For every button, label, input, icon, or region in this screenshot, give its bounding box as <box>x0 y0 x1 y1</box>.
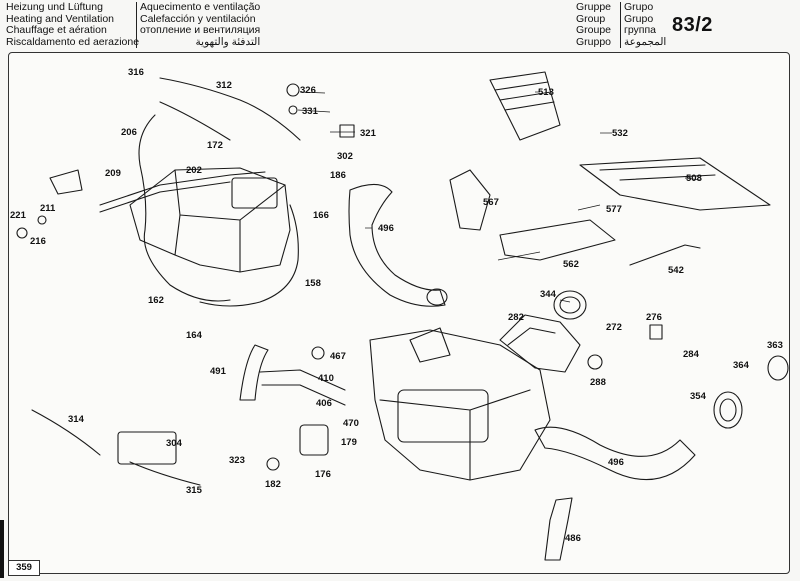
callout-label: 363 <box>767 340 783 351</box>
title-de: Heizung und Lüftung <box>6 1 103 13</box>
callout-label: 202 <box>186 165 202 176</box>
callout-label: 496 <box>608 457 624 468</box>
callout-label: 354 <box>690 391 707 402</box>
bracket-567 <box>449 169 491 231</box>
callout-label: 344 <box>540 289 557 300</box>
cable-315 <box>129 461 201 486</box>
callout-label: 496 <box>378 223 394 234</box>
diagram-frame <box>8 52 790 574</box>
group-label-column-2: Grupo Grupo группа المجموعة <box>624 1 667 48</box>
callout-label: 508 <box>686 173 702 184</box>
ring-344 <box>553 290 587 320</box>
title-column-1: Heizung und Lüftung Heating and Ventilat… <box>6 1 140 48</box>
callout-label: 513 <box>538 87 554 98</box>
callout-label: 206 <box>121 127 137 138</box>
callout-label: 562 <box>563 259 579 270</box>
callout-label: 486 <box>565 533 581 544</box>
title-es: Calefacción y ventilación <box>140 12 256 25</box>
callout-label: 542 <box>668 265 684 276</box>
callout-label: 316 <box>128 67 144 78</box>
duct-496-lower <box>534 426 696 481</box>
title-ru: отопление и вентиляция <box>140 24 261 36</box>
ring-363 <box>767 355 789 381</box>
page-edge-marker <box>0 520 4 578</box>
cable-206 <box>138 114 231 302</box>
callout-label: 158 <box>305 278 321 289</box>
callout-label: 364 <box>733 360 750 371</box>
duct-496-upper <box>348 183 446 307</box>
page-number: 359 <box>8 560 40 576</box>
group-label-es: Grupo <box>624 12 654 25</box>
header-divider <box>136 2 137 48</box>
callout-label: 276 <box>646 312 662 323</box>
heater-box-upper <box>129 167 291 273</box>
callout-label: 410 <box>318 373 334 384</box>
group-label-column: Gruppe Group Groupe Gruppo <box>576 1 612 48</box>
group-label-ar: المجموعة <box>624 35 667 48</box>
group-label-it: Gruppo <box>576 35 612 48</box>
callout-label: 211 <box>40 203 56 214</box>
group-label-de: Gruppe <box>576 1 612 13</box>
header-divider <box>620 2 621 48</box>
callout-label: 176 <box>315 469 331 480</box>
callout-label: 567 <box>483 197 499 208</box>
tray-562 <box>499 219 616 261</box>
flap-282 <box>499 314 581 373</box>
callout-label: 577 <box>606 204 622 215</box>
cable-312 <box>159 77 301 141</box>
callout-label: 172 <box>207 140 223 151</box>
callout-label: 314 <box>68 414 85 425</box>
title-it: Riscaldamento ed aerazione <box>6 35 140 48</box>
callout-label: 406 <box>316 398 332 409</box>
callout-label: 216 <box>30 236 46 247</box>
callout-label: 470 <box>343 418 359 429</box>
callout-label: 467 <box>330 351 346 362</box>
callout-label: 323 <box>229 455 245 466</box>
ring-354 <box>713 391 743 429</box>
callout-label: 321 <box>360 128 377 139</box>
callout-label: 284 <box>683 349 700 360</box>
callout-label: 282 <box>508 312 524 323</box>
group-label-pt: Grupo <box>624 1 654 13</box>
callout-label: 331 <box>302 106 319 117</box>
cable-314 <box>31 409 101 456</box>
pipe-491 <box>239 344 269 401</box>
callout-label: 288 <box>590 377 606 388</box>
callout-label: 326 <box>300 85 316 96</box>
callout-label: 221 <box>10 210 27 221</box>
cable-158 <box>199 204 299 307</box>
callout-label: 164 <box>186 330 203 341</box>
title-en: Heating and Ventilation <box>6 12 114 25</box>
title-pt: Aquecimento e ventilação <box>140 1 261 13</box>
callout-label: 272 <box>606 322 622 333</box>
group-label-en: Group <box>576 12 606 25</box>
callout-label: 166 <box>313 210 329 221</box>
cover-513 <box>489 71 561 141</box>
group-label-ru: группа <box>624 24 657 36</box>
rod-542 <box>629 244 701 266</box>
callout-label: 179 <box>341 437 357 448</box>
callout-label: 532 <box>612 128 628 139</box>
callout-label: 182 <box>265 479 281 490</box>
title-ar: التدفئة والتهوية <box>195 35 261 48</box>
callout-label: 315 <box>186 485 203 496</box>
page-header: Heizung und Lüftung Heating and Ventilat… <box>0 0 800 52</box>
callout-label: 302 <box>337 151 353 162</box>
callout-label: 304 <box>166 438 183 449</box>
panel-508 <box>579 157 771 211</box>
valve-176 <box>299 424 329 456</box>
control-unit-304 <box>117 431 177 465</box>
title-column-2: Aquecimento e ventilação Calefacción y v… <box>140 1 261 48</box>
callout-label: 162 <box>148 295 164 306</box>
callout-label: 186 <box>330 170 346 181</box>
duct-486 <box>544 497 573 561</box>
callout-label: 491 <box>210 366 227 377</box>
title-fr: Chauffage et aération <box>6 24 107 36</box>
callout-label: 312 <box>216 80 232 91</box>
group-number: 83/2 <box>672 14 713 36</box>
callout-label: 209 <box>105 168 121 179</box>
blower-housing <box>369 329 551 481</box>
group-label-fr: Groupe <box>576 24 612 36</box>
